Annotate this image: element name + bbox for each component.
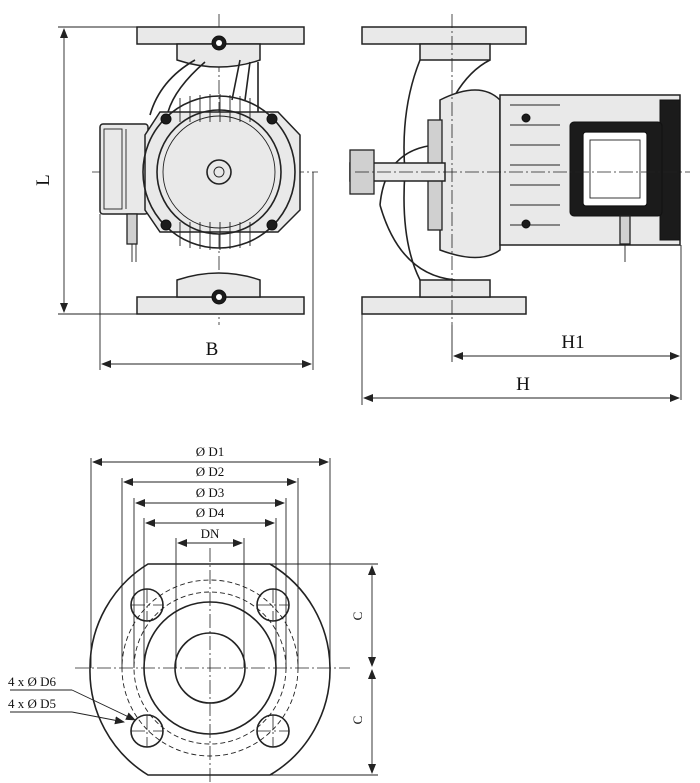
- leader-D5: [71, 711, 125, 725]
- label-H: H: [516, 374, 530, 395]
- front-view: L B: [33, 14, 318, 370]
- side-screw-top: [521, 113, 531, 123]
- label-D1: Ø D1: [196, 444, 225, 459]
- side-bottom-flange: [361, 296, 527, 315]
- top-flange-bolt-hole: [216, 40, 222, 46]
- pump-head: [439, 89, 501, 259]
- motor-face: [156, 109, 282, 235]
- label-L: L: [33, 174, 54, 186]
- side-motor-fins: [510, 104, 560, 226]
- motor-screws: [160, 113, 278, 231]
- label-H1: H1: [561, 332, 584, 353]
- label-DN: DN: [201, 526, 220, 541]
- control-display: [582, 131, 648, 207]
- volute-curve: [149, 59, 196, 116]
- label-D4: Ø D4: [196, 505, 225, 520]
- side-view: H1 H: [349, 14, 690, 405]
- flange-view: Ø D1 Ø D2 Ø D3 Ø D4 DN C C 4 x Ø D6: [8, 444, 378, 783]
- shaft-center: [213, 166, 225, 178]
- leader-D6: [71, 689, 136, 721]
- label-D5: 4 x Ø D5: [8, 696, 56, 711]
- bottom-flange-bolt-hole: [216, 294, 222, 300]
- label-C-lower: C: [350, 716, 365, 725]
- side-screw-bottom: [521, 219, 531, 229]
- volute-inner-curve: [167, 61, 206, 113]
- label-D3: Ø D3: [196, 485, 225, 500]
- side-motor-end-cap: [659, 99, 681, 241]
- volute-ribs: [231, 59, 259, 112]
- label-D2: Ø D2: [196, 464, 225, 479]
- motor-face-inner-ring: [162, 115, 276, 229]
- bottom-flange-neck: [176, 272, 261, 298]
- label-C-upper: C: [350, 612, 365, 621]
- volute-side-bottom: [379, 204, 456, 281]
- side-bottom-flange-neck: [419, 279, 491, 298]
- side-top-flange-neck: [419, 43, 491, 61]
- label-D6: 4 x Ø D6: [8, 674, 57, 689]
- motor-outer-ring: [142, 95, 296, 249]
- bolt-holes: [130, 588, 290, 748]
- side-top-flange: [361, 26, 527, 45]
- terminal-box-cover: [103, 128, 123, 210]
- label-B: B: [206, 339, 219, 360]
- motor-housing: [144, 111, 301, 233]
- shaft: [206, 159, 232, 185]
- cable-gland: [126, 213, 138, 245]
- volute-side-top: [454, 59, 491, 96]
- side-cable-gland: [619, 215, 631, 245]
- control-display-inner: [589, 139, 641, 199]
- terminal-box: [99, 123, 149, 215]
